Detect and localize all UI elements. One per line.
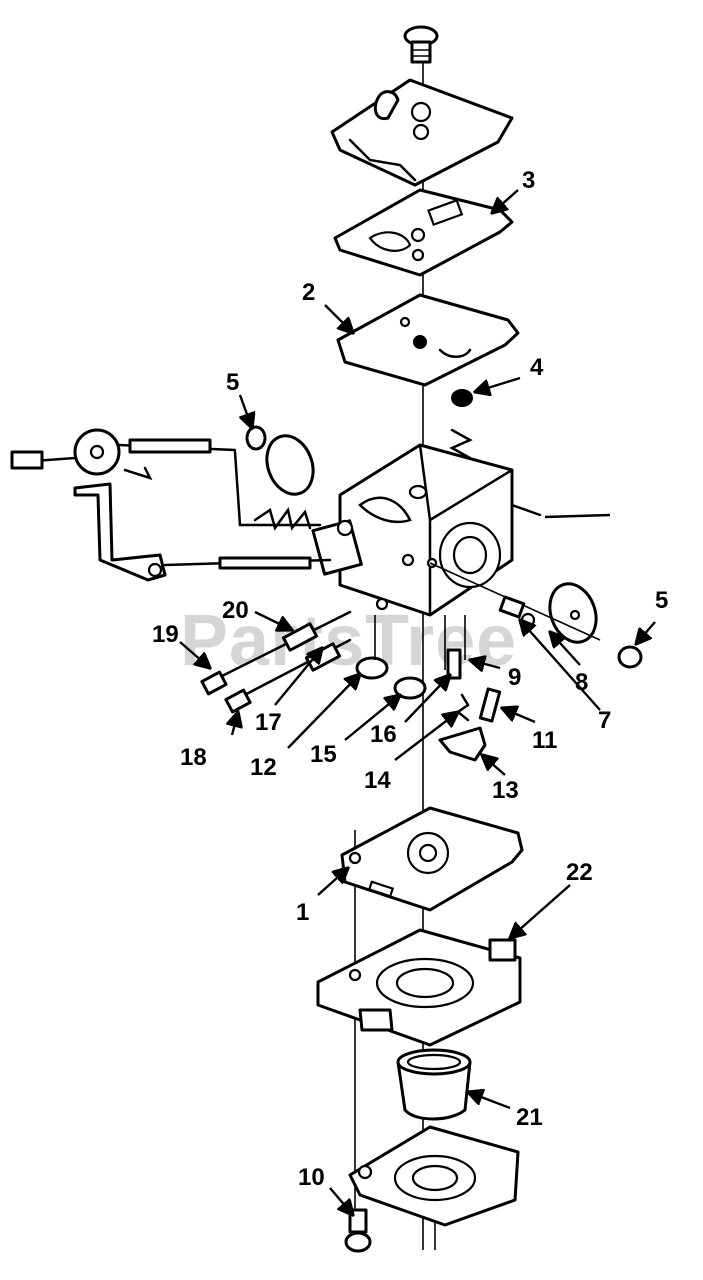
carburetor-body: [311, 443, 542, 617]
callout-19: 19: [152, 621, 179, 648]
callout-21: 21: [516, 1104, 543, 1131]
gasket-3: [333, 188, 514, 277]
choke-lever: [73, 482, 332, 582]
pin-11: [478, 687, 502, 723]
callout-2: 2: [302, 279, 315, 306]
callout-18: 18: [180, 744, 207, 771]
callout-1: 1: [296, 899, 309, 926]
callout-4: 4: [530, 354, 544, 381]
callout-leaders: [179, 189, 656, 1215]
metering-lever-13: [438, 726, 487, 762]
callout-13: 13: [492, 777, 519, 804]
idle-screw-19: [200, 610, 352, 696]
callout-15: 15: [310, 741, 337, 768]
callout-5-right: 5: [655, 587, 668, 614]
right-screw-5: [617, 645, 643, 669]
diaphragm-2: [336, 293, 520, 387]
top-screw: [403, 25, 439, 64]
callout-16: 16: [370, 721, 397, 748]
callout-9: 9: [508, 664, 521, 691]
throttle-spring: [233, 450, 322, 531]
bottom-screw-10: [344, 1208, 372, 1253]
callout-11: 11: [532, 727, 557, 754]
throttle-plate: [245, 425, 315, 496]
callout-12: 12: [250, 754, 277, 781]
callout-3: 3: [522, 167, 535, 194]
callout-labels: 3 2 4 5 5 8 7 9 11 13 14 16 15 12 17 18 …: [152, 167, 668, 1191]
callout-5-left: 5: [226, 369, 239, 396]
top-cover: [330, 78, 514, 187]
metering-lever-spring-14: [455, 693, 470, 722]
inlet-needle-16: [446, 648, 462, 680]
callout-17: 17: [255, 709, 282, 736]
callout-14: 14: [364, 767, 391, 794]
throttle-shaft-assembly: [10, 428, 237, 481]
welch-plug-12: [355, 656, 389, 680]
filter-cup-21: [396, 1048, 472, 1121]
bottom-cover: [348, 1125, 520, 1227]
spring-4: [449, 389, 473, 460]
pump-body-22: [316, 928, 522, 1047]
gasket-1: [340, 806, 524, 912]
callout-8: 8: [575, 669, 588, 696]
callout-20: 20: [222, 597, 249, 624]
callout-7: 7: [598, 707, 611, 734]
callout-22: 22: [566, 859, 593, 886]
callout-10: 10: [298, 1164, 325, 1191]
